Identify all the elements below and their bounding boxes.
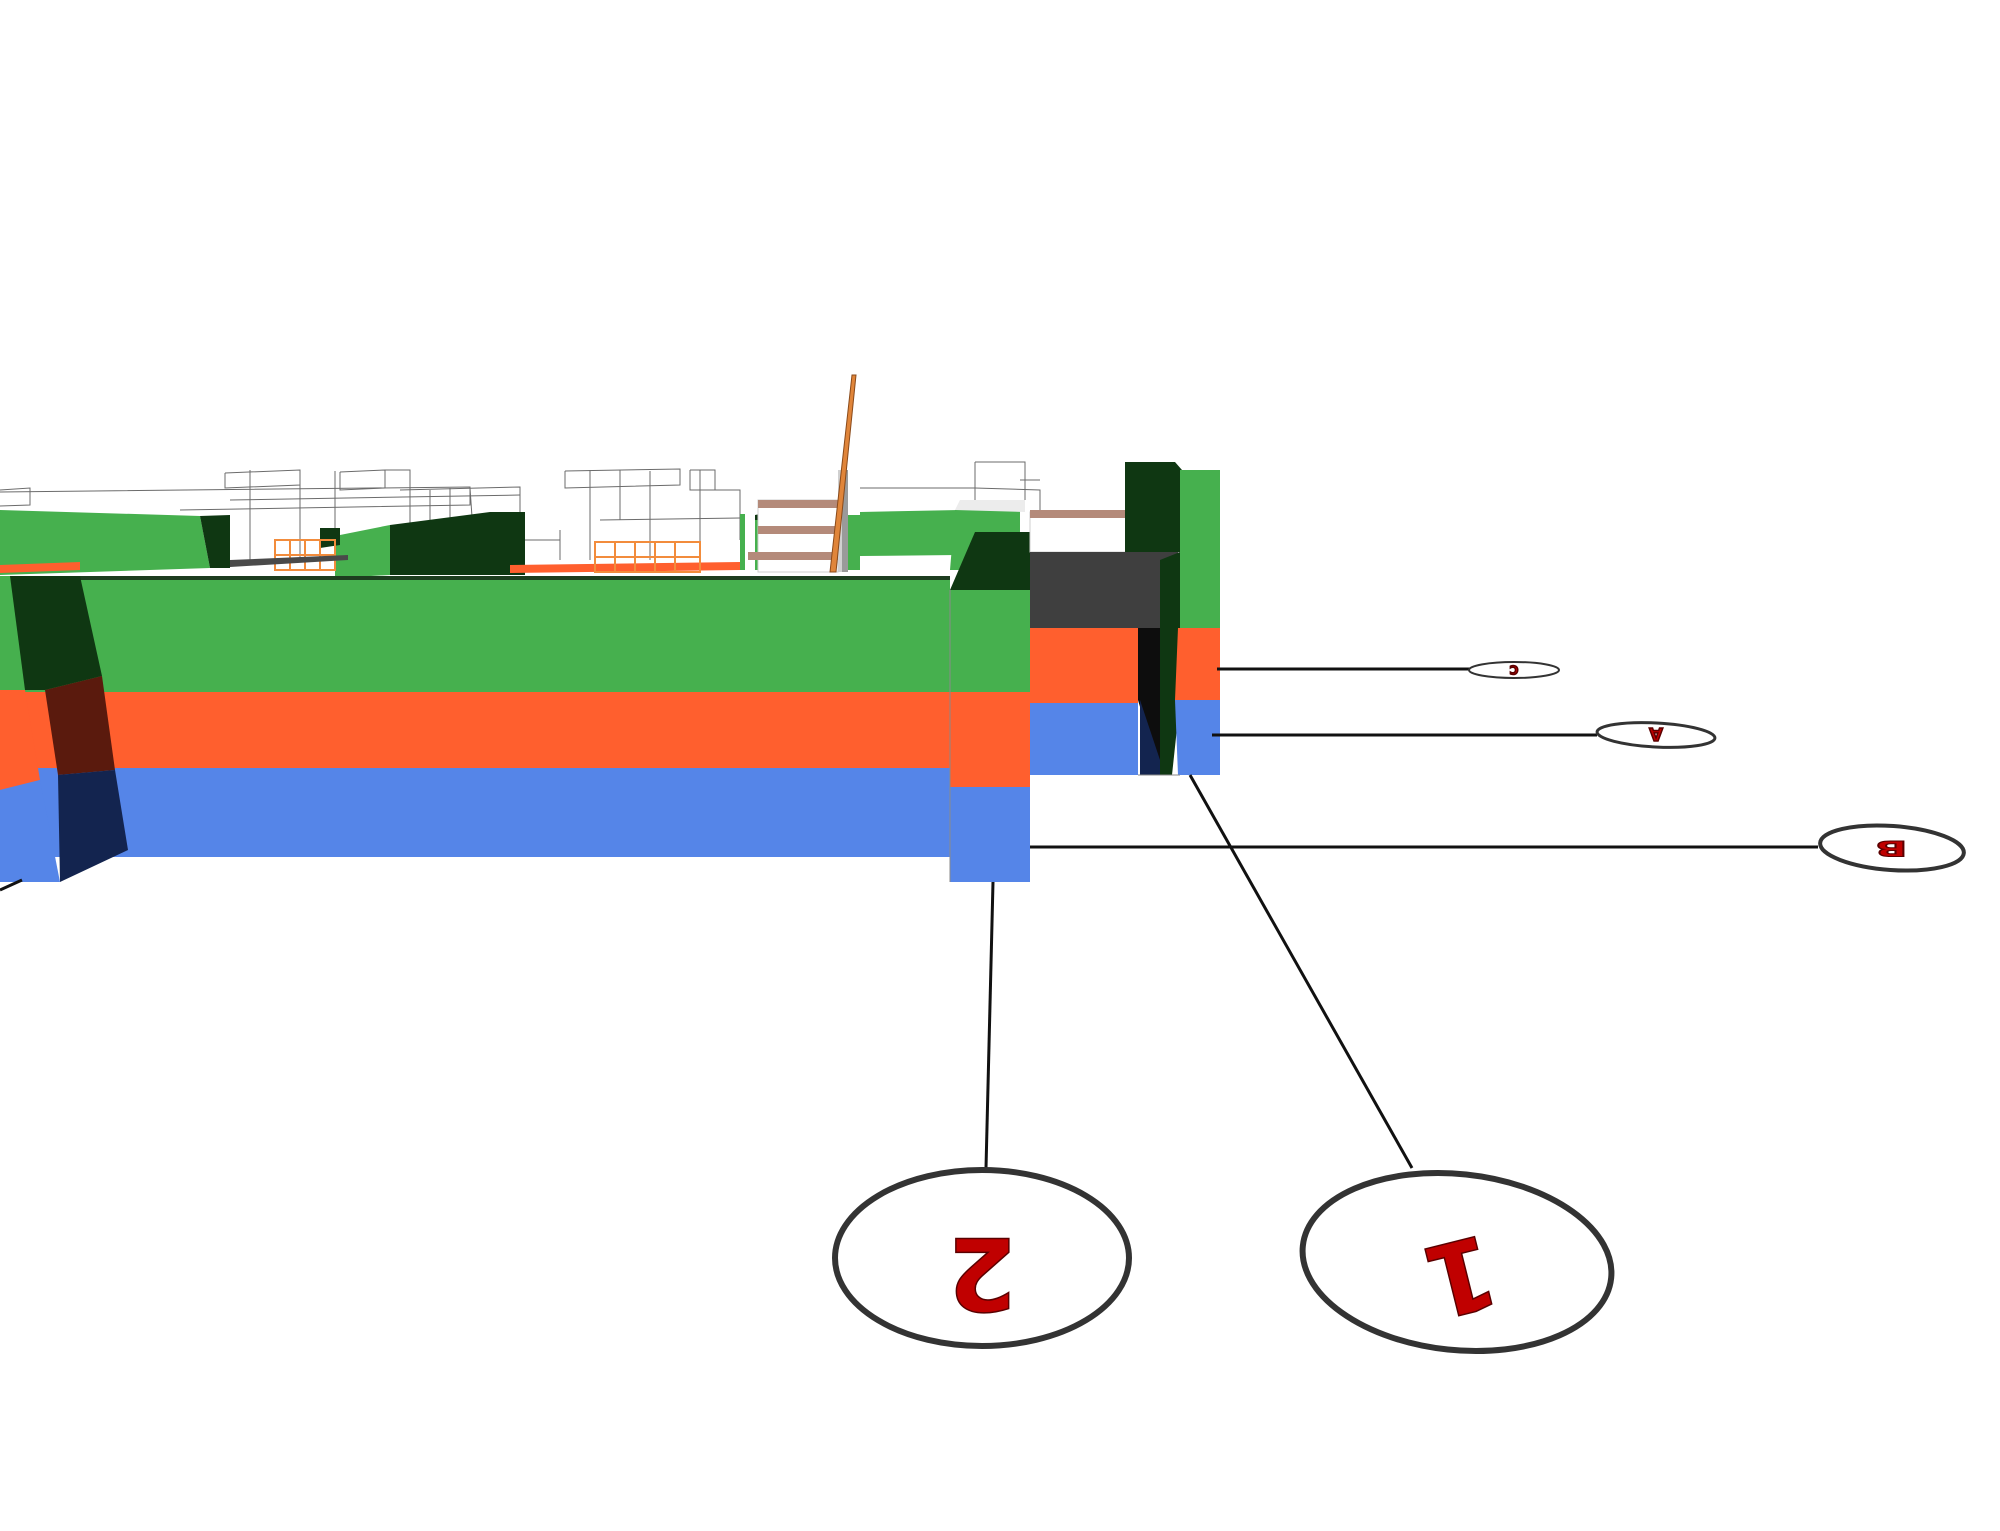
stair-railing [829, 374, 857, 573]
grid-line-left-stub [0, 878, 23, 892]
back-floor-strip [510, 562, 740, 573]
grid-label-C: C [1509, 663, 1518, 677]
grid-label-A: A [1649, 723, 1663, 744]
grid-bubble-2[interactable]: 2 [832, 1167, 1132, 1349]
grid-bubble-1[interactable]: 1 [1294, 1158, 1621, 1365]
grid-bubble-B[interactable]: B [1818, 821, 1966, 875]
grid-lines [984, 667, 1818, 1169]
stair-block [748, 470, 848, 573]
column-center [949, 532, 1030, 882]
grid-label-2: 2 [947, 1215, 1017, 1332]
wall-back-mid [320, 512, 525, 578]
wall-main-front [0, 576, 950, 857]
grid-label-B: B [1875, 836, 1907, 861]
grid-bubble-C[interactable]: C [1468, 661, 1560, 679]
back-floor-strip [0, 562, 80, 573]
right-wing [1029, 462, 1220, 776]
furniture-left [274, 539, 336, 571]
wall-back-left [0, 510, 230, 575]
furniture-mid [594, 541, 701, 573]
table-top [230, 555, 348, 567]
grid-bubble-A[interactable]: A [1595, 720, 1717, 750]
wall-left-return [0, 576, 128, 882]
